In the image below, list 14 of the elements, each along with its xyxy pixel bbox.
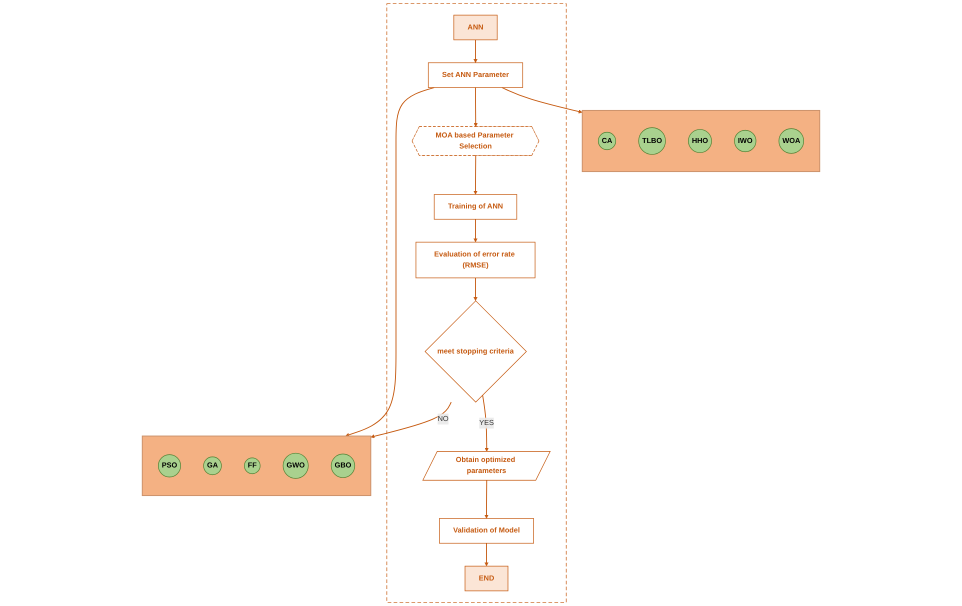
arrow	[484, 480, 489, 519]
arrow	[474, 87, 478, 127]
arrow	[501, 87, 582, 114]
arrow	[482, 394, 489, 452]
arrow	[474, 218, 478, 242]
arrow	[474, 39, 478, 63]
cluster	[582, 110, 820, 172]
cluster	[386, 3, 567, 603]
arrow	[474, 277, 478, 301]
cluster	[142, 436, 372, 496]
arrow	[484, 542, 489, 566]
arrow	[345, 87, 435, 437]
arrow	[370, 402, 452, 438]
arrow	[474, 155, 478, 195]
